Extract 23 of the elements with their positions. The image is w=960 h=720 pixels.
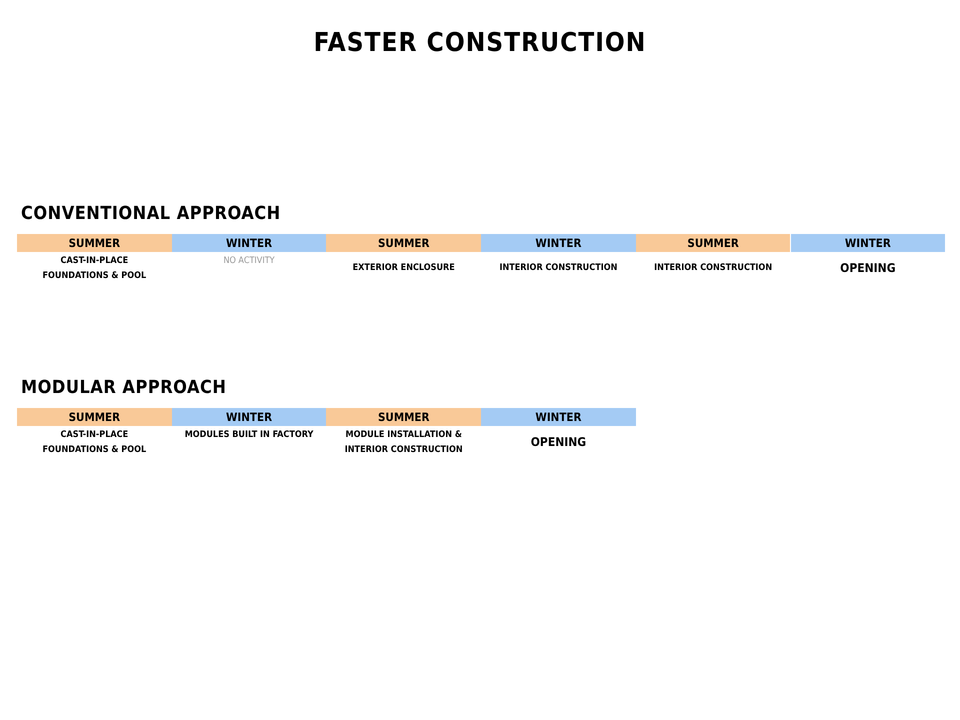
season-band: WINTER (172, 408, 326, 426)
activity-text: OPENING (530, 434, 588, 451)
season-band: WINTER (790, 234, 946, 252)
season-band: WINTER (172, 234, 326, 252)
activity-text: MODULES BUILT IN FACTORY (184, 429, 314, 442)
season-band: SUMMER (326, 408, 482, 426)
season-band: SUMMER (636, 234, 790, 252)
activity-text: INTERIOR CONSTRUCTION (498, 262, 618, 275)
section-heading: CONVENTIONAL APPROACH (21, 203, 281, 224)
season-band: WINTER (481, 408, 636, 426)
season-band: SUMMER (326, 234, 482, 252)
season-band: SUMMER (17, 408, 172, 426)
title: FASTER CONSTRUCTION (312, 28, 648, 58)
season-band: WINTER (481, 234, 636, 252)
season-band: SUMMER (17, 234, 172, 252)
activity-text: MODULE INSTALLATION & INTERIOR CONSTRUCTION (344, 429, 464, 457)
activity-text: INTERIOR CONSTRUCTION (653, 262, 774, 275)
activity-text: CAST-IN-PLACE FOUNDATIONS & POOL (42, 429, 148, 457)
section-heading: MODULAR APPROACH (21, 377, 226, 398)
activity-text: CAST-IN-PLACE FOUNDATIONS & POOL (42, 255, 148, 283)
activity-text: NO ACTIVITY (222, 255, 276, 268)
activity-text: OPENING (839, 260, 897, 277)
activity-text: EXTERIOR ENCLOSURE (352, 262, 456, 275)
